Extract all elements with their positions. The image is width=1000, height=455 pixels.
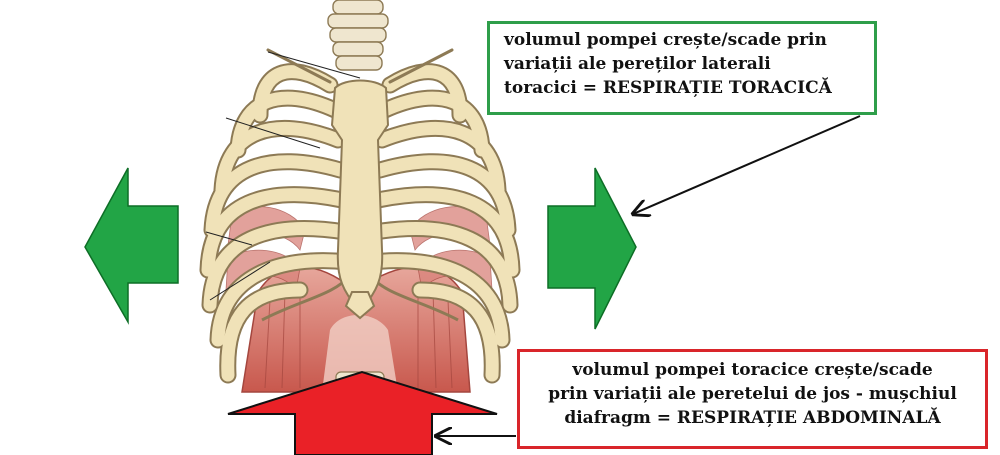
abdominal-breathing-callout: volumul pompei toracice crește/scade pri… xyxy=(517,349,988,449)
thoracic-callout-line-3: toracici = RESPIRAȚIE TORACICĂ xyxy=(504,78,832,98)
abdominal-callout-line-1: volumul pompei toracice crește/scade xyxy=(572,360,933,380)
xiphoid-process xyxy=(344,291,376,320)
up-red-arrow xyxy=(227,370,498,455)
pointer-to-right-arrow xyxy=(633,115,861,214)
left-green-arrow xyxy=(84,167,179,325)
abdominal-callout-line-2: prin variații ale peretelui de jos - muș… xyxy=(548,384,957,404)
ribs-right xyxy=(363,63,521,384)
thoracic-callout-line-1: volumul pompei crește/scade prin xyxy=(504,30,827,50)
anatomy-leader-lines xyxy=(205,51,361,301)
thoracic-breathing-callout: volumul pompei crește/scade prin variați… xyxy=(487,21,877,115)
right-green-arrow xyxy=(547,167,637,330)
cervical-vertebrae xyxy=(327,0,389,71)
abdominal-callout-line-3: diafragm = RESPIRAȚIE ABDOMINALĂ xyxy=(564,408,941,428)
ribs-left xyxy=(199,63,357,384)
thoracic-callout-line-2: variații ale pereților laterali xyxy=(504,54,771,74)
sternum xyxy=(330,79,390,314)
